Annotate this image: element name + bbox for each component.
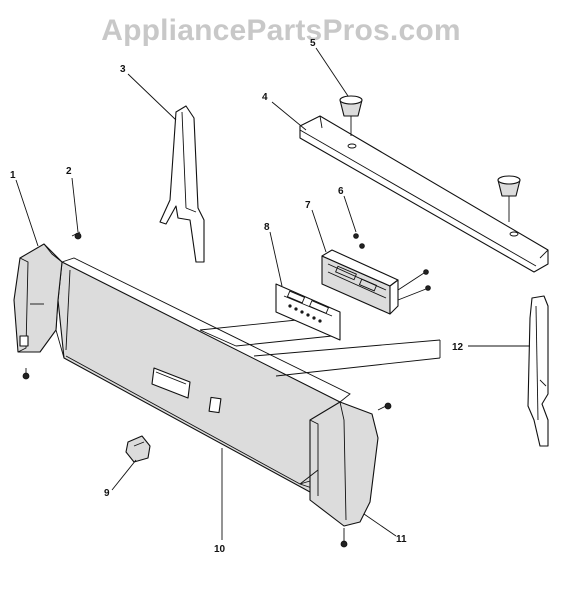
callout-3: 3 — [120, 64, 126, 75]
callout-12: 12 — [452, 342, 464, 353]
part-11-right-end-cap[interactable] — [299, 401, 379, 527]
part-2-screw[interactable] — [71, 231, 82, 240]
callout-10: 10 — [214, 544, 226, 555]
part-3-left-bracket[interactable] — [159, 105, 205, 263]
part-8-control-board[interactable] — [275, 283, 341, 341]
leader-lines — [15, 47, 530, 540]
part-5-bushing-second[interactable] — [497, 175, 521, 222]
part-9-switch[interactable] — [125, 435, 151, 463]
callout-2: 2 — [66, 166, 72, 177]
part-12-right-bracket[interactable] — [527, 295, 549, 447]
callout-5: 5 — [310, 38, 316, 49]
callout-8: 8 — [264, 222, 270, 233]
callout-11: 11 — [396, 534, 407, 545]
part-5-bushing[interactable] — [339, 95, 363, 136]
part-4-top-rail[interactable] — [299, 115, 549, 273]
part-10-backguard-panel[interactable] — [55, 257, 351, 493]
callout-9: 9 — [104, 488, 110, 499]
part-7-timer-module[interactable] — [321, 249, 399, 315]
callout-6: 6 — [338, 186, 344, 197]
part-1-left-end-cap[interactable] — [13, 243, 63, 353]
screw-right-cap — [340, 402, 392, 548]
callout-4: 4 — [262, 92, 268, 103]
part-6-screws[interactable] — [353, 233, 431, 301]
screw-left-cap-bottom — [22, 368, 30, 380]
callout-7: 7 — [305, 200, 311, 211]
callout-1: 1 — [10, 170, 16, 181]
